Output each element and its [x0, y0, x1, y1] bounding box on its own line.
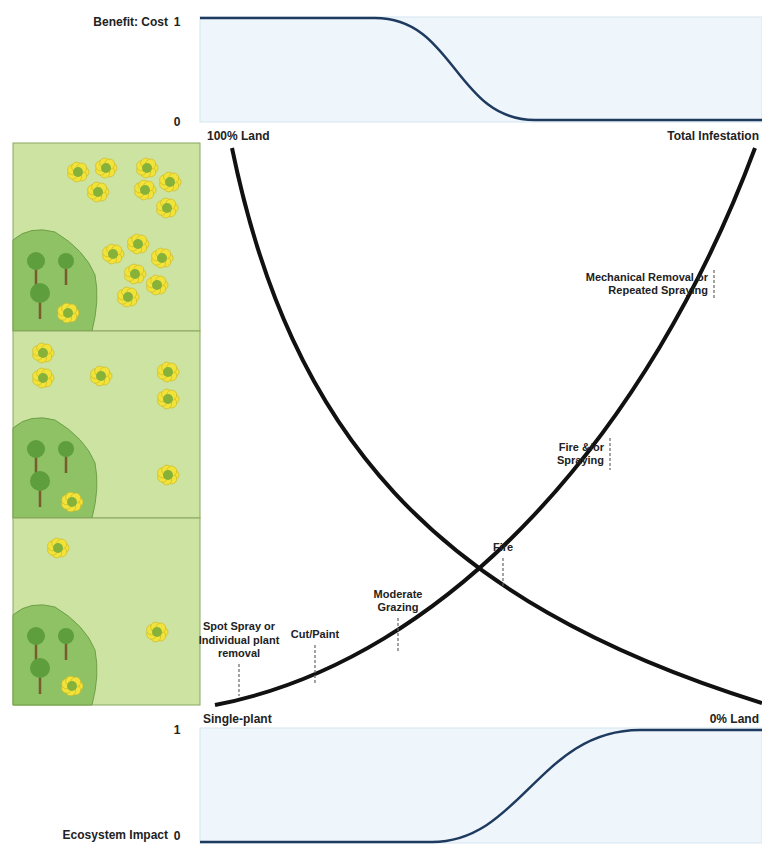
curve-end-label: 0% Land [710, 712, 759, 726]
shrub-center [162, 203, 172, 213]
leader-line [397, 618, 398, 652]
invasive-shrub [160, 172, 181, 192]
curve-end-label: Total Infestation [667, 129, 759, 143]
impact-curve [200, 730, 762, 842]
shrub-center [67, 681, 77, 691]
method-label: Spot Spray or Individual plant removal [193, 620, 285, 660]
invasive-shrub [103, 244, 124, 264]
tree-canopy [30, 658, 50, 678]
infestation-curve [215, 148, 755, 705]
native-vegetation [13, 418, 97, 518]
leader-line [238, 664, 239, 696]
invasive-shrub [147, 275, 168, 295]
native-vegetation [13, 605, 97, 705]
shrub-center [163, 394, 173, 404]
method-label: Mechanical Removal or Repeated Spraying [576, 271, 708, 297]
shrub-center [157, 253, 167, 263]
tree-canopy [58, 628, 74, 644]
axis-tick: 1 [174, 15, 181, 29]
invasive-shrub [91, 366, 112, 386]
shrub-center [165, 177, 175, 187]
native-vegetation [13, 230, 97, 331]
invasive-shrub [158, 389, 179, 409]
benefit-band [200, 17, 762, 122]
infestation-illustration [13, 143, 200, 705]
invasive-shrub [158, 362, 179, 382]
curve-end-label: 100% Land [207, 129, 270, 143]
shrub-center [108, 249, 118, 259]
shrub-center [140, 185, 150, 195]
axis-tick: 1 [174, 723, 181, 737]
benefit-curve [200, 18, 762, 120]
shrub-center [63, 308, 73, 318]
shrub-center [142, 163, 152, 173]
axis-tick: 0 [174, 829, 181, 843]
invasive-shrub [152, 248, 173, 268]
shrub-center [38, 348, 48, 358]
invasive-shrub [147, 622, 168, 642]
method-label: Moderate Grazing [363, 588, 433, 614]
shrub-center [38, 373, 48, 383]
leader-line [713, 270, 714, 298]
tree-canopy [27, 627, 45, 645]
shrub-center [163, 470, 173, 480]
method-label: Cut/Paint [291, 628, 339, 641]
leader-line [609, 438, 610, 470]
invasive-shrub [96, 158, 117, 178]
shrub-center [101, 163, 111, 173]
shrub-center [73, 167, 83, 177]
land-panel [13, 143, 200, 331]
invasive-shrub [137, 158, 158, 178]
invasive-shrub [62, 492, 83, 512]
invasive-shrub [58, 303, 79, 323]
tree-canopy [27, 440, 45, 458]
tree-canopy [30, 283, 50, 303]
shrub-center [163, 367, 173, 377]
shrub-center [123, 292, 133, 302]
invasive-shrub [158, 465, 179, 485]
invasive-shrub [157, 198, 178, 218]
invasive-shrub [62, 676, 83, 696]
tree-canopy [27, 252, 45, 270]
invasive-shrub [135, 180, 156, 200]
shrub-center [53, 543, 63, 553]
leader-lines [239, 270, 714, 696]
curve-end-label: Single-plant [203, 712, 272, 726]
shrub-center [96, 371, 106, 381]
invasive-shrub [88, 182, 109, 202]
land-panel [13, 331, 200, 518]
method-label: Fire &/or Spraying [540, 441, 604, 467]
axis-title: Benefit: Cost [93, 15, 168, 29]
tree-canopy [58, 253, 74, 269]
invasive-shrub [48, 538, 69, 558]
tree-canopy [58, 441, 74, 457]
impact-band [200, 728, 762, 843]
invasive-shrub [68, 162, 89, 182]
land-panel [13, 518, 200, 705]
invasive-shrub [128, 234, 149, 254]
shrub-center [152, 280, 162, 290]
shrub-center [67, 497, 77, 507]
invasive-shrub [118, 287, 139, 307]
method-label: Fire [493, 541, 513, 554]
leader-line [502, 558, 503, 588]
shrub-center [130, 269, 140, 279]
tree-canopy [30, 471, 50, 491]
invasive-shrub [33, 368, 54, 388]
invasive-shrub [33, 343, 54, 363]
invasive-shrub [125, 264, 146, 284]
shrub-center [152, 627, 162, 637]
shrub-center [93, 187, 103, 197]
shrub-center [133, 239, 143, 249]
land-curve [232, 148, 762, 703]
axis-tick: 0 [174, 115, 181, 129]
leader-line [314, 645, 315, 684]
axis-title: Ecosystem Impact [63, 828, 168, 842]
